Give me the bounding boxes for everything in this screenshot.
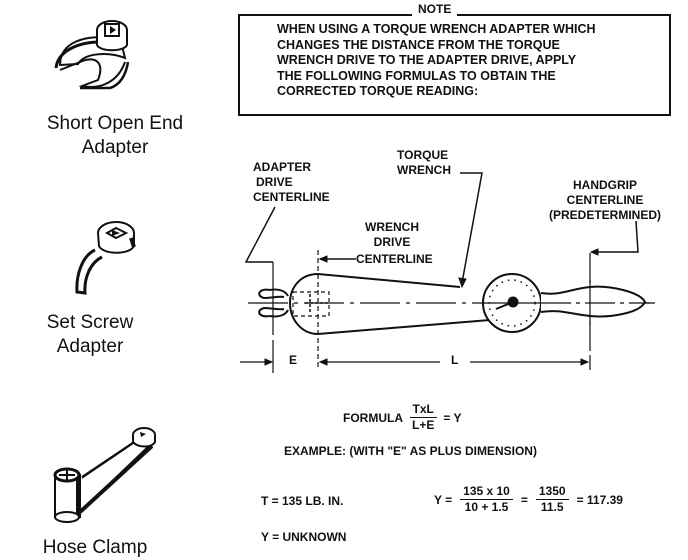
adapter-drive-label: ADAPTER DRIVE CENTERLINE: [253, 160, 330, 205]
calc-fraction-2: 1350 11.5: [535, 484, 569, 515]
formula-fraction: TxL L+E: [409, 402, 437, 433]
label-line: WRENCH: [365, 220, 419, 234]
handgrip: [540, 285, 647, 318]
note-line: CHANGES THE DISTANCE FROM THE TORQUE: [277, 37, 560, 52]
note-text: WHEN USING A TORQUE WRENCH ADAPTER WHICH…: [277, 22, 657, 100]
adapter-caption-hose-clamp: Hose Clamp: [10, 536, 180, 560]
y-value: Y = UNKNOWN: [261, 530, 347, 544]
wrench-drive-label-line3: CENTERLINE: [356, 252, 433, 266]
handgrip-leader: [593, 220, 639, 253]
example-heading: EXAMPLE: (WITH "E" AS PLUS DIMENSION): [284, 444, 537, 458]
calc-equals: =: [520, 492, 528, 507]
note-title: NOTE: [412, 2, 458, 16]
note-line: WRENCH DRIVE TO THE ADAPTER DRIVE, APPLY: [277, 53, 577, 68]
calc-prefix: Y =: [434, 492, 453, 507]
formula-numerator: TxL: [409, 402, 437, 418]
caption-line: Short Open End: [46, 113, 184, 134]
note-line: THE FOLLOWING FORMULAS TO OBTAIN THE: [277, 68, 556, 83]
torque-wrench-label: TORQUE WRENCH: [397, 148, 451, 178]
open-end-adapter-icon: [54, 20, 130, 90]
label-line: TORQUE: [397, 148, 449, 162]
handgrip-label: HANDGRIP CENTERLINE (PREDETERMINED): [540, 178, 670, 223]
adapter-drive-leader: [244, 206, 276, 263]
label-line: ADAPTER: [253, 160, 312, 174]
label-line: CENTERLINE: [253, 190, 330, 204]
formula-denominator: L+E: [412, 418, 435, 432]
calc-denominator-2: 11.5: [540, 500, 564, 514]
wrench-drive-label: WRENCH DRIVE: [352, 220, 432, 250]
caption-line: Adapter: [56, 336, 124, 357]
hose-clamp-icon: [53, 427, 156, 523]
torque-wrench-leader: [460, 172, 483, 284]
set-screw-adapter-icon: [75, 221, 136, 295]
calc-numerator-1: 135 x 10: [460, 484, 513, 500]
example-calculation: Y = 135 x 10 10 + 1.5 = 1350 11.5 = 117.…: [434, 484, 623, 515]
caption-line: Set Screw: [46, 312, 134, 333]
note-line: CORRECTED TORQUE READING:: [277, 84, 479, 99]
formula-label: FORMULA: [343, 410, 403, 425]
calc-fraction-1: 135 x 10 10 + 1.5: [460, 484, 513, 515]
label-line: CENTERLINE: [566, 193, 644, 207]
caption-line: Hose Clamp: [42, 537, 148, 558]
label-line: (PREDETERMINED): [548, 208, 661, 222]
label-line: HANDGRIP: [572, 178, 637, 192]
note-line: WHEN USING A TORQUE WRENCH ADAPTER WHICH: [277, 22, 596, 36]
calc-denominator-1: 10 + 1.5: [464, 500, 509, 514]
caption-line: Adapter: [81, 137, 149, 158]
adapter-caption-set-screw: Set Screw Adapter: [10, 311, 170, 359]
formula-result: = Y: [443, 410, 462, 425]
formula: FORMULA TxL L+E = Y: [343, 402, 461, 433]
torque-wrench-diagram: [240, 172, 655, 373]
dimension-l: L: [451, 353, 459, 367]
calc-result: = 117.39: [576, 492, 623, 507]
label-line: DRIVE: [256, 175, 293, 189]
adapter-caption-open-end: Short Open End Adapter: [20, 112, 210, 160]
label-line: WRENCH: [397, 163, 451, 177]
label-line: DRIVE: [373, 235, 411, 249]
t-value: T = 135 LB. IN.: [261, 494, 344, 508]
dimension-e: E: [289, 353, 298, 367]
calc-numerator-2: 1350: [535, 484, 569, 500]
wrench-body: [288, 273, 491, 336]
